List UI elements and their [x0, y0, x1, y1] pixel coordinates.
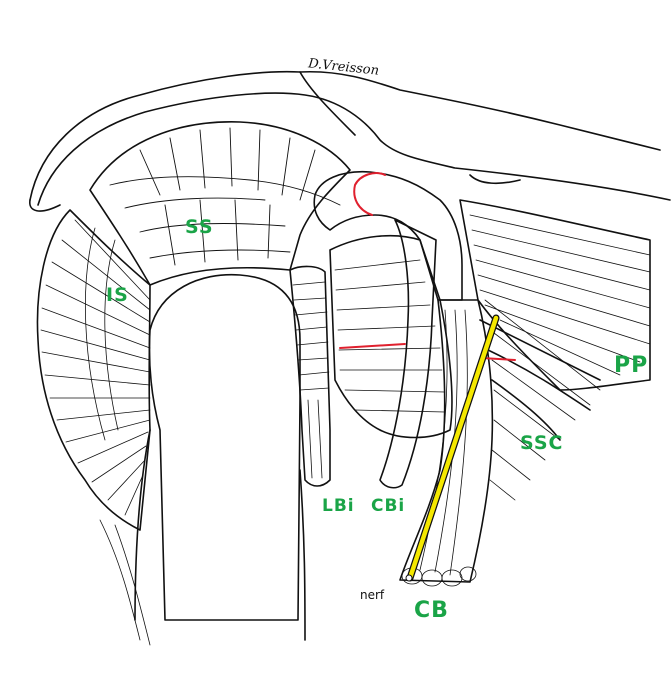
acromion-outline	[29, 70, 661, 201]
supraspinatus-outline	[89, 121, 351, 286]
humeral-head-outline	[148, 273, 301, 621]
label-pp: PP	[614, 353, 649, 378]
red-marker-horizontal	[339, 343, 406, 349]
coracobrachialis-outline	[399, 299, 494, 583]
nerve-band	[405, 314, 500, 582]
red-marker-right	[481, 357, 516, 361]
label-ssc: SSC	[520, 432, 564, 454]
label-cbi: CBi	[371, 496, 406, 516]
label-cb: CB	[414, 598, 449, 623]
subscapularis-outline	[329, 234, 453, 439]
short-biceps-tendon	[379, 219, 437, 489]
infraspinatus-outline	[36, 209, 151, 531]
label-ss: SS	[185, 216, 214, 238]
long-biceps-tendon	[289, 265, 331, 487]
label-nerf: nerf	[360, 588, 385, 602]
label-lbi: LBi	[322, 496, 355, 516]
red-marker-coracoid	[353, 172, 386, 216]
acromion-inner-outline	[37, 92, 671, 206]
pectoralis-outline	[459, 199, 651, 391]
label-is: IS	[106, 284, 129, 306]
